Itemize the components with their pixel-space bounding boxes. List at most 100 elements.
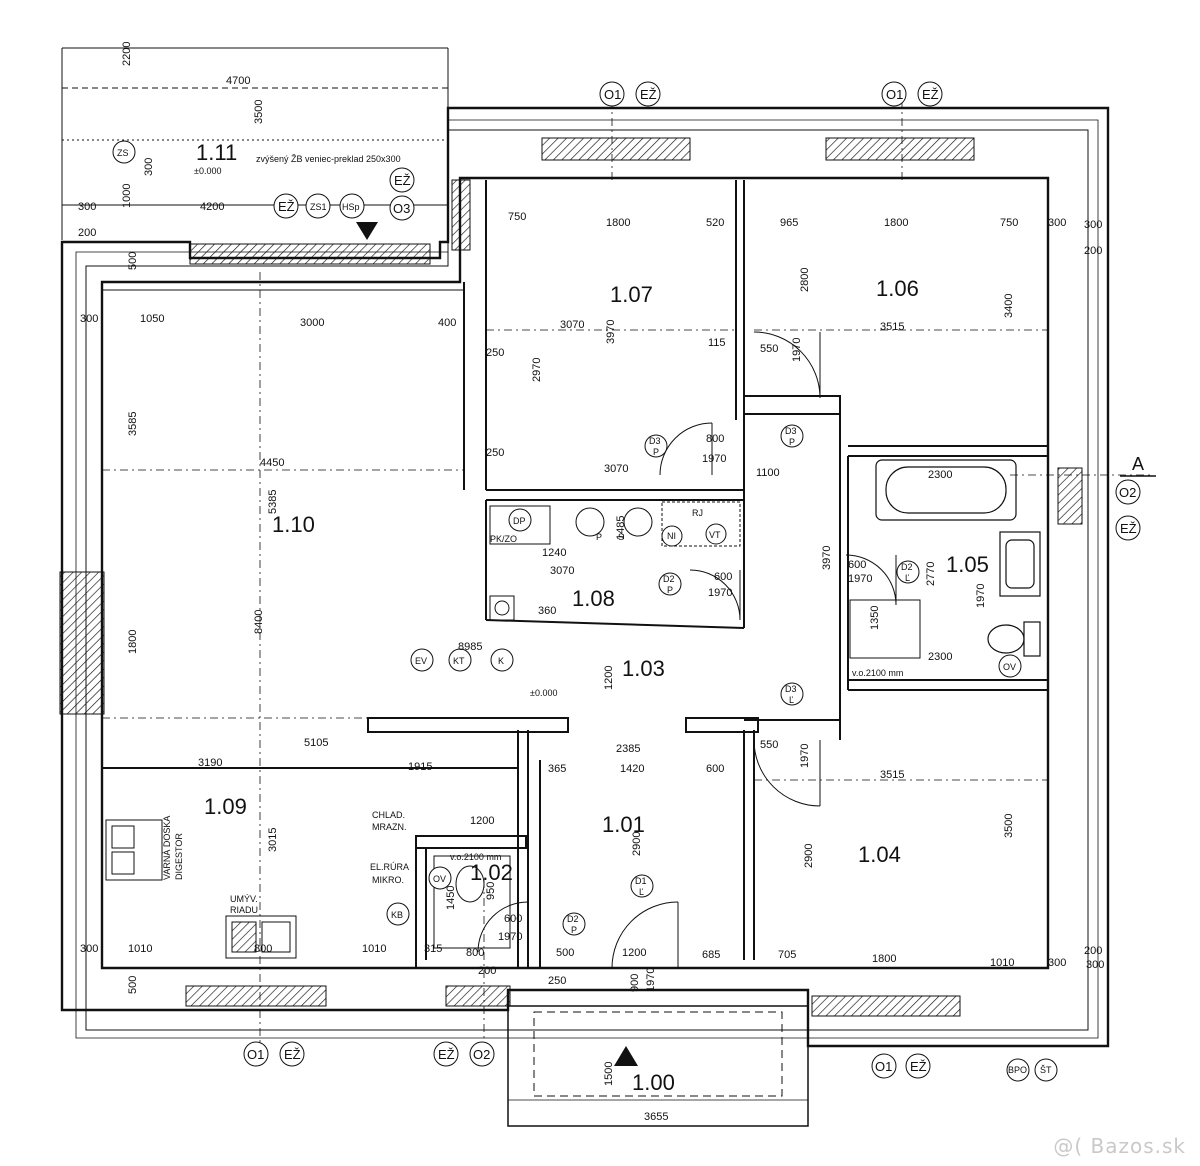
svg-text:2300: 2300 [928,469,952,481]
svg-text:O2: O2 [473,1047,490,1062]
beam-note: zvýšený ŽB veniec-preklad 250x300 [256,154,401,164]
svg-text:200: 200 [1084,245,1102,257]
svg-text:O3: O3 [393,201,410,216]
svg-text:D2: D2 [663,574,675,584]
interior-walls [102,180,1048,968]
svg-text:1450: 1450 [445,886,457,910]
svg-text:1050: 1050 [140,313,164,325]
svg-text:1010: 1010 [362,943,386,955]
svg-text:HSp: HSp [342,202,360,212]
svg-text:2770: 2770 [925,562,937,586]
terrace-arrow-icon [356,222,378,240]
svg-text:1800: 1800 [872,953,896,965]
svg-text:D3: D3 [649,436,661,446]
svg-text:1200: 1200 [470,815,494,827]
label-mrazn: MRAZN. [372,822,407,832]
svg-text:5385: 5385 [267,490,279,514]
svg-text:PK/ZO: PK/ZO [490,534,517,544]
svg-text:800: 800 [466,947,484,959]
svg-text:250: 250 [486,347,504,359]
svg-text:ZS1: ZS1 [310,202,327,212]
guidelines [102,100,1150,1060]
svg-text:800: 800 [254,943,272,955]
svg-text:520: 520 [706,217,724,229]
svg-text:1800: 1800 [606,217,630,229]
svg-text:250: 250 [548,975,566,987]
svg-text:D2: D2 [567,914,579,924]
svg-text:O1: O1 [247,1047,264,1062]
svg-text:OV: OV [433,874,446,884]
room-label-1.07: 1.07 [610,282,653,307]
svg-text:Ľ: Ľ [639,887,644,897]
entry-arrow-icon [614,1046,638,1066]
room-label-1.09: 1.09 [204,794,247,819]
svg-text:3190: 3190 [198,757,222,769]
svg-text:900: 900 [629,974,641,992]
svg-text:1200: 1200 [622,947,646,959]
svg-text:3000: 3000 [300,317,324,329]
hob-icon [105,819,163,881]
svg-text:1800: 1800 [127,630,139,654]
bath-vo-note: v.o.2100 mm [852,668,903,678]
svg-text:S: S [618,532,624,542]
svg-text:2900: 2900 [631,832,643,856]
svg-text:3500: 3500 [1003,814,1015,838]
svg-text:KT: KT [453,656,465,666]
svg-text:EV: EV [415,656,427,666]
label-elrura: EL.RÚRA [370,862,409,872]
svg-text:300: 300 [80,943,98,955]
svg-text:750: 750 [1000,217,1018,229]
svg-text:ŠT: ŠT [1040,1065,1052,1075]
entrance-porch [507,1005,809,1127]
svg-text:600: 600 [706,763,724,775]
svg-text:2900: 2900 [803,844,815,868]
svg-text:3015: 3015 [267,828,279,852]
room-label-1.01: 1.01 [602,812,645,837]
hall-level: ±0.000 [530,688,557,698]
toilet-icon [987,621,1041,657]
svg-text:D3: D3 [785,684,797,694]
svg-text:300: 300 [1048,217,1066,229]
room-label-1.08: 1.08 [572,586,615,611]
svg-text:300: 300 [143,158,155,176]
svg-text:EŽ: EŽ [278,199,295,214]
svg-text:1100: 1100 [756,467,780,479]
svg-text:1970: 1970 [975,584,987,608]
svg-text:300: 300 [80,313,98,325]
svg-text:P: P [596,532,602,542]
svg-text:P: P [571,925,577,935]
room-label-1.05: 1.05 [946,552,989,577]
svg-text:D2: D2 [901,562,913,572]
label-chlad: CHLAD. [372,810,405,820]
svg-text:1970: 1970 [498,931,522,943]
label-varna: VARNÁ DOSKA [162,816,172,880]
svg-text:RJ: RJ [692,508,703,518]
svg-text:800: 800 [706,433,724,445]
room-label-1.06: 1.06 [876,276,919,301]
svg-text:1350: 1350 [869,606,881,630]
svg-text:4450: 4450 [260,457,284,469]
utility-equipment [489,501,741,621]
svg-text:300: 300 [1048,957,1066,969]
svg-text:DP: DP [513,516,526,526]
svg-text:365: 365 [548,763,566,775]
svg-text:1485: 1485 [615,516,627,540]
svg-text:O1: O1 [604,87,621,102]
svg-text:3070: 3070 [560,319,584,331]
svg-text:360: 360 [538,605,556,617]
svg-text:1970: 1970 [848,573,872,585]
svg-text:2970: 2970 [531,358,543,382]
svg-text:P: P [789,437,795,447]
room-label-1.02: 1.02 [470,860,513,885]
watermark: @( Bazos.sk [1053,1134,1186,1158]
svg-text:5105: 5105 [304,737,328,749]
svg-text:965: 965 [780,217,798,229]
svg-text:300: 300 [1086,959,1104,971]
sink-icon [999,531,1041,597]
svg-text:685: 685 [702,949,720,961]
svg-text:EŽ: EŽ [922,87,939,102]
svg-text:200: 200 [478,965,496,977]
terrace-outline [61,47,449,240]
svg-text:500: 500 [127,976,139,994]
